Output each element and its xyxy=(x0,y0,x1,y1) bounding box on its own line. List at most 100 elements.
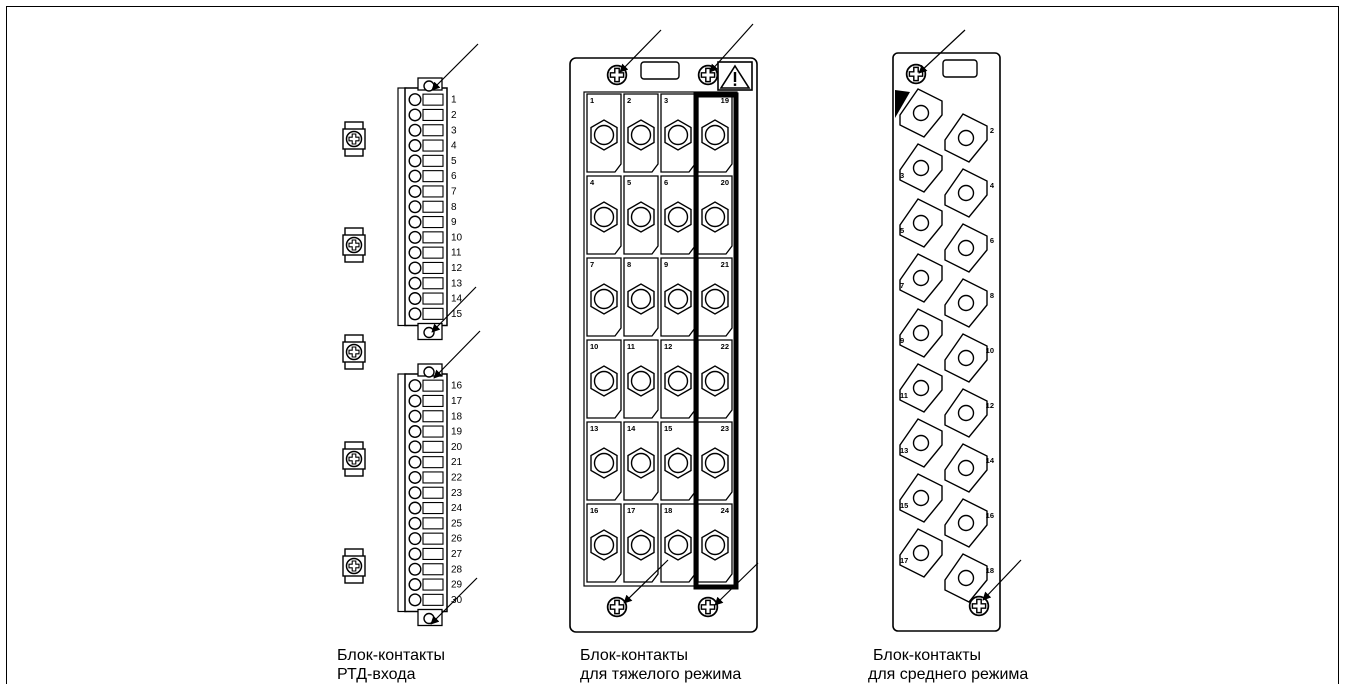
wire-entry xyxy=(422,563,444,576)
terminal-cell: 12 xyxy=(660,339,696,419)
terminal-cell: 11 xyxy=(623,339,659,419)
screw-head-icon xyxy=(667,452,689,474)
terminal-number: 10 xyxy=(986,346,994,355)
terminal-cell: 19 xyxy=(697,93,733,173)
terminal-number: 10 xyxy=(590,342,598,351)
terminal-screw-icon xyxy=(408,184,422,198)
screw-head-icon xyxy=(667,534,689,556)
terminal-number: 16 xyxy=(590,506,598,515)
terminal-number: 27 xyxy=(451,549,463,560)
terminal-screw-icon xyxy=(408,593,422,607)
terminal-number: 9 xyxy=(900,336,904,345)
terminal-number: 6 xyxy=(664,178,668,187)
terminal-cell: 2 xyxy=(944,113,994,163)
screw-head-icon xyxy=(704,534,726,556)
wire-entry xyxy=(422,277,444,290)
terminal-screw-icon xyxy=(408,276,422,290)
terminal-cell: 12 xyxy=(944,388,994,438)
rtd-block-caption: Блок-контакты РТД-входа xyxy=(337,646,445,684)
terminal-number: 12 xyxy=(986,401,994,410)
label-slot xyxy=(640,61,680,80)
screw-head-icon xyxy=(630,288,652,310)
terminal-number: 11 xyxy=(451,248,462,259)
terminal-screw-icon xyxy=(408,292,422,306)
caption-line-2: для среднего режима xyxy=(868,666,1029,683)
screw-head-icon xyxy=(957,129,975,147)
terminal-number: 7 xyxy=(590,260,594,269)
terminal-number: 15 xyxy=(664,424,672,433)
terminal-screw-icon xyxy=(408,307,422,321)
mounting-bracket-icon xyxy=(342,227,366,263)
screw-head-icon xyxy=(630,370,652,392)
mounting-screw-icon xyxy=(968,595,990,617)
terminal-screw-icon xyxy=(408,215,422,229)
terminal-screw-icon xyxy=(408,93,422,107)
wire-entry xyxy=(422,261,444,275)
screw-head-icon xyxy=(593,534,615,556)
terminal-screw-icon xyxy=(408,409,422,423)
terminal-number: 10 xyxy=(451,232,463,243)
terminal-number: 24 xyxy=(721,506,730,515)
wire-entry xyxy=(422,517,444,530)
terminal-screw-icon xyxy=(408,394,422,408)
terminal-number: 19 xyxy=(451,427,463,438)
wire-entry xyxy=(422,124,444,137)
terminal-number: 22 xyxy=(451,472,463,483)
caption-line-1: Блок-контакты xyxy=(873,647,982,664)
screw-head-icon xyxy=(704,370,726,392)
wire-entry xyxy=(422,578,444,591)
caption-line-1: Блок-контакты xyxy=(580,647,689,664)
screw-head-icon xyxy=(912,269,930,287)
terminal-number: 3 xyxy=(664,96,668,105)
terminal-cell: 7 xyxy=(586,257,622,337)
terminal-number: 30 xyxy=(451,595,463,606)
screw-head-icon xyxy=(957,459,975,477)
warning-icon xyxy=(717,61,753,91)
terminal-number: 6 xyxy=(451,171,457,182)
wire-entry xyxy=(422,154,444,167)
terminal-number: 26 xyxy=(451,534,463,545)
terminal-cell: 1 xyxy=(899,82,943,138)
terminal-cell: 8 xyxy=(623,257,659,337)
terminal-number: 4 xyxy=(990,181,995,190)
terminal-cell: 10 xyxy=(944,333,994,383)
wire-entry xyxy=(422,139,444,152)
wire-entry xyxy=(422,307,444,320)
terminal-number: 15 xyxy=(900,501,908,510)
screw-head-icon xyxy=(667,288,689,310)
screw-head-icon xyxy=(667,206,689,228)
terminal-cell: 18 xyxy=(660,503,696,583)
terminal-number: 8 xyxy=(990,291,994,300)
terminal-cell: 13 xyxy=(586,421,622,501)
screw-head-icon xyxy=(912,379,930,397)
screw-head-icon xyxy=(630,124,652,146)
terminal-number: 2 xyxy=(990,126,994,135)
terminal-cell: 10 xyxy=(586,339,622,419)
wire-entry xyxy=(422,200,444,213)
terminal-screw-icon xyxy=(408,516,422,530)
wire-entry xyxy=(422,440,444,453)
screw-head-icon xyxy=(957,349,975,367)
terminal-number: 21 xyxy=(721,260,729,269)
terminal-cell: 8 xyxy=(944,278,994,328)
terminal-number: 1 xyxy=(900,82,904,91)
terminal-number: 17 xyxy=(627,506,635,515)
terminal-screw-icon xyxy=(408,470,422,484)
terminal-screw-icon xyxy=(408,139,422,153)
wire-entry xyxy=(422,501,444,515)
wire-entry xyxy=(422,486,444,499)
terminal-screw-icon xyxy=(408,501,422,515)
screw-head-icon xyxy=(630,534,652,556)
terminal-number: 2 xyxy=(627,96,631,105)
screw-head-icon xyxy=(912,159,930,177)
terminal-number: 21 xyxy=(451,457,463,468)
terminal-number: 13 xyxy=(900,446,908,455)
mounting-bracket-icon xyxy=(342,334,366,370)
terminal-cell: 9 xyxy=(660,257,696,337)
terminal-number: 6 xyxy=(990,236,994,245)
terminal-cell: 16 xyxy=(586,503,622,583)
